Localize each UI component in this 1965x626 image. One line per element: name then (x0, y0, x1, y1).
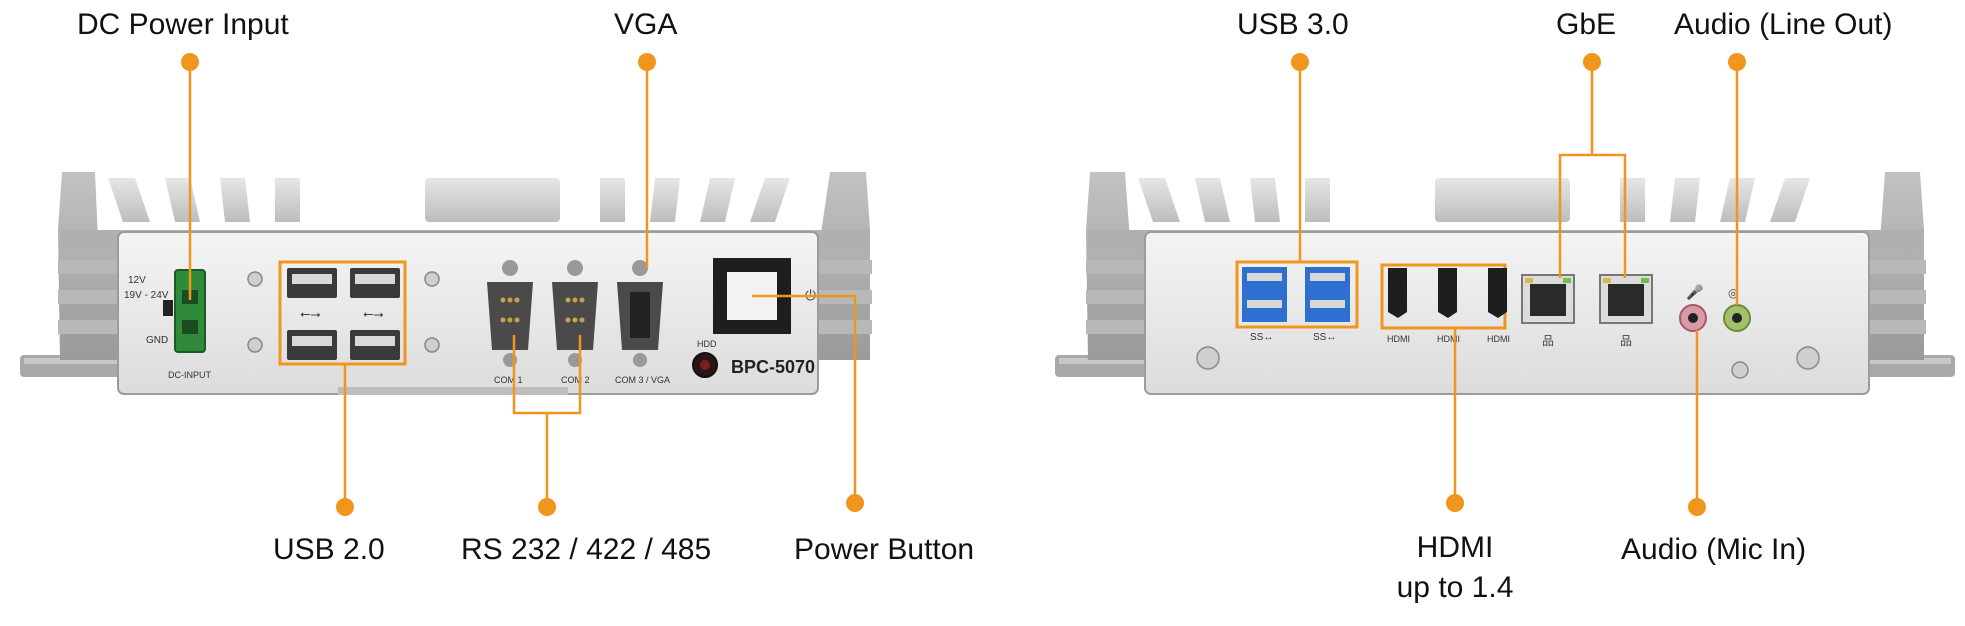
label-12v: 12V (128, 275, 146, 286)
hdmi-ports: HDMI HDMI HDMI (1380, 263, 1510, 344)
callout-vga: VGA (614, 8, 678, 41)
label-com2: COM 2 (561, 375, 590, 385)
callout-gbe: GbE (1556, 8, 1617, 41)
callout-lines (188, 62, 1739, 505)
label-ss-1: SS↔ (1250, 332, 1273, 343)
svg-text:⭠⭢: ⭠⭢ (363, 306, 384, 321)
usb30-ports: SS↔ SS↔ (1235, 260, 1359, 343)
callout-dots (181, 53, 1746, 516)
callout-hdmi-line1: HDMI (1416, 531, 1494, 564)
callout-hdmi-line2: up to 1.4 (1396, 571, 1514, 604)
label-hdd: HDD (697, 339, 717, 349)
label-gnd: GND (146, 335, 168, 346)
callout-hdmi: HDMI up to 1.4 (1385, 528, 1525, 608)
svg-text:◎: ◎ (1728, 286, 1738, 300)
callout-audio-mic-in: Audio (Mic In) (1621, 533, 1807, 566)
front-device: 12V 19V - 24V GND DC-INPUT (20, 172, 872, 395)
label-19v-24v: 19V - 24V (124, 290, 169, 301)
model-name: BPC-5070 (731, 357, 815, 377)
svg-text:品: 品 (1542, 334, 1554, 348)
label-hdmi-3: HDMI (1487, 334, 1510, 344)
label-com3: COM 3 / VGA (615, 375, 670, 385)
label-dc-input: DC-INPUT (168, 370, 211, 380)
callout-usb30: USB 3.0 (1237, 8, 1349, 41)
usb20-ports: ⭠⭢ ⭠⭢ (278, 260, 407, 366)
gbe-ports: 品 品 (1521, 274, 1653, 348)
svg-text:品: 品 (1620, 334, 1632, 348)
label-ss-2: SS↔ (1313, 332, 1336, 343)
svg-text:⭠⭢: ⭠⭢ (300, 306, 321, 321)
callout-dc-power-input: DC Power Input (77, 8, 289, 41)
callout-usb20: USB 2.0 (273, 533, 385, 566)
label-hdmi-2: HDMI (1437, 334, 1460, 344)
rear-device: SS↔ SS↔ HDMI HDMI HDMI 品 品 (1055, 172, 1955, 395)
svg-text:🎤: 🎤 (1686, 283, 1704, 301)
label-com1: COM 1 (494, 375, 523, 385)
callout-audio-line-out: Audio (Line Out) (1674, 8, 1893, 41)
callout-power-button: Power Button (794, 533, 975, 566)
callout-rs232: RS 232 / 422 / 485 (461, 533, 712, 566)
com-ports: COM 1 COM 2 COM 3 / VGA (487, 260, 670, 385)
audio-jacks: 🎤 ◎ (1679, 283, 1751, 332)
label-hdmi-1: HDMI (1387, 334, 1410, 344)
